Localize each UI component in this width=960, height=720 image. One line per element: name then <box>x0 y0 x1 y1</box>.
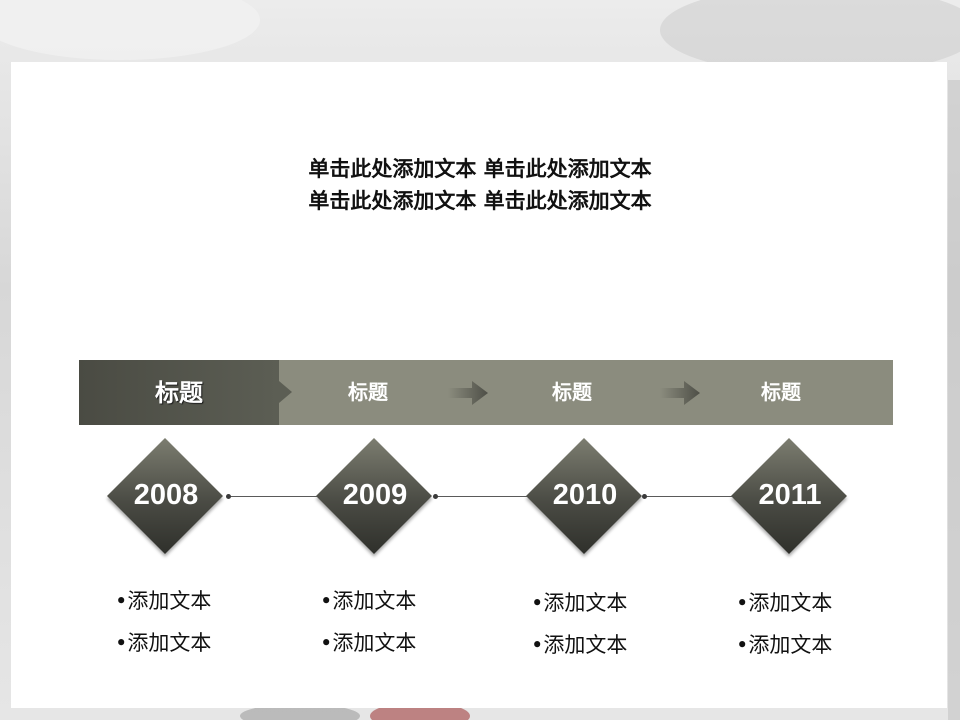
list-item: •添加文本 <box>320 589 417 613</box>
intro-line: 单击此处添加文本 单击此处添加文本 <box>308 156 652 181</box>
milestone-year: 2008 <box>133 479 199 511</box>
milestone-notes-2009: •添加文本 •添加文本 <box>320 580 416 664</box>
list-item: •添加文本 <box>531 633 628 657</box>
connector-dot <box>226 494 231 499</box>
intro-text: 单击此处添加文本 单击此处添加文本 单击此处添加文本 单击此处添加文本 <box>0 153 960 217</box>
milestone-year: 2011 <box>758 479 822 511</box>
milestone-notes-2010: •添加文本 •添加文本 <box>531 582 627 666</box>
timeline-connector <box>228 496 320 497</box>
arrow-right-icon <box>660 381 700 405</box>
header-title-3: 标题 <box>552 380 592 404</box>
milestone-year: 2010 <box>552 479 618 511</box>
milestone-diamond-2009: 2009 <box>315 438 435 554</box>
list-item: •添加文本 <box>115 589 212 613</box>
milestone-notes-2008: •添加文本 •添加文本 <box>115 580 211 664</box>
connector-dot <box>433 494 438 499</box>
list-item: •添加文本 <box>736 591 833 615</box>
connector-dot <box>642 494 647 499</box>
arrow-right-icon <box>448 381 488 405</box>
list-item: •添加文本 <box>115 631 212 655</box>
milestone-diamond-2008: 2008 <box>106 438 226 554</box>
header-title-4: 标题 <box>761 380 801 404</box>
milestone-diamond-2010: 2010 <box>525 438 645 554</box>
header-pointer <box>279 381 292 403</box>
list-item: •添加文本 <box>320 631 417 655</box>
header-title-2: 标题 <box>348 380 388 404</box>
timeline-header-active <box>79 360 279 425</box>
timeline-connector <box>436 496 528 497</box>
intro-line: 单击此处添加文本 单击此处添加文本 <box>308 188 652 213</box>
milestone-notes-2011: •添加文本 •添加文本 <box>736 582 832 666</box>
milestone-diamond-2011: 2011 <box>730 438 850 554</box>
header-title-1: 标题 <box>155 378 203 407</box>
list-item: •添加文本 <box>736 633 833 657</box>
list-item: •添加文本 <box>531 591 628 615</box>
milestone-year: 2009 <box>342 479 408 511</box>
timeline-connector <box>644 496 736 497</box>
